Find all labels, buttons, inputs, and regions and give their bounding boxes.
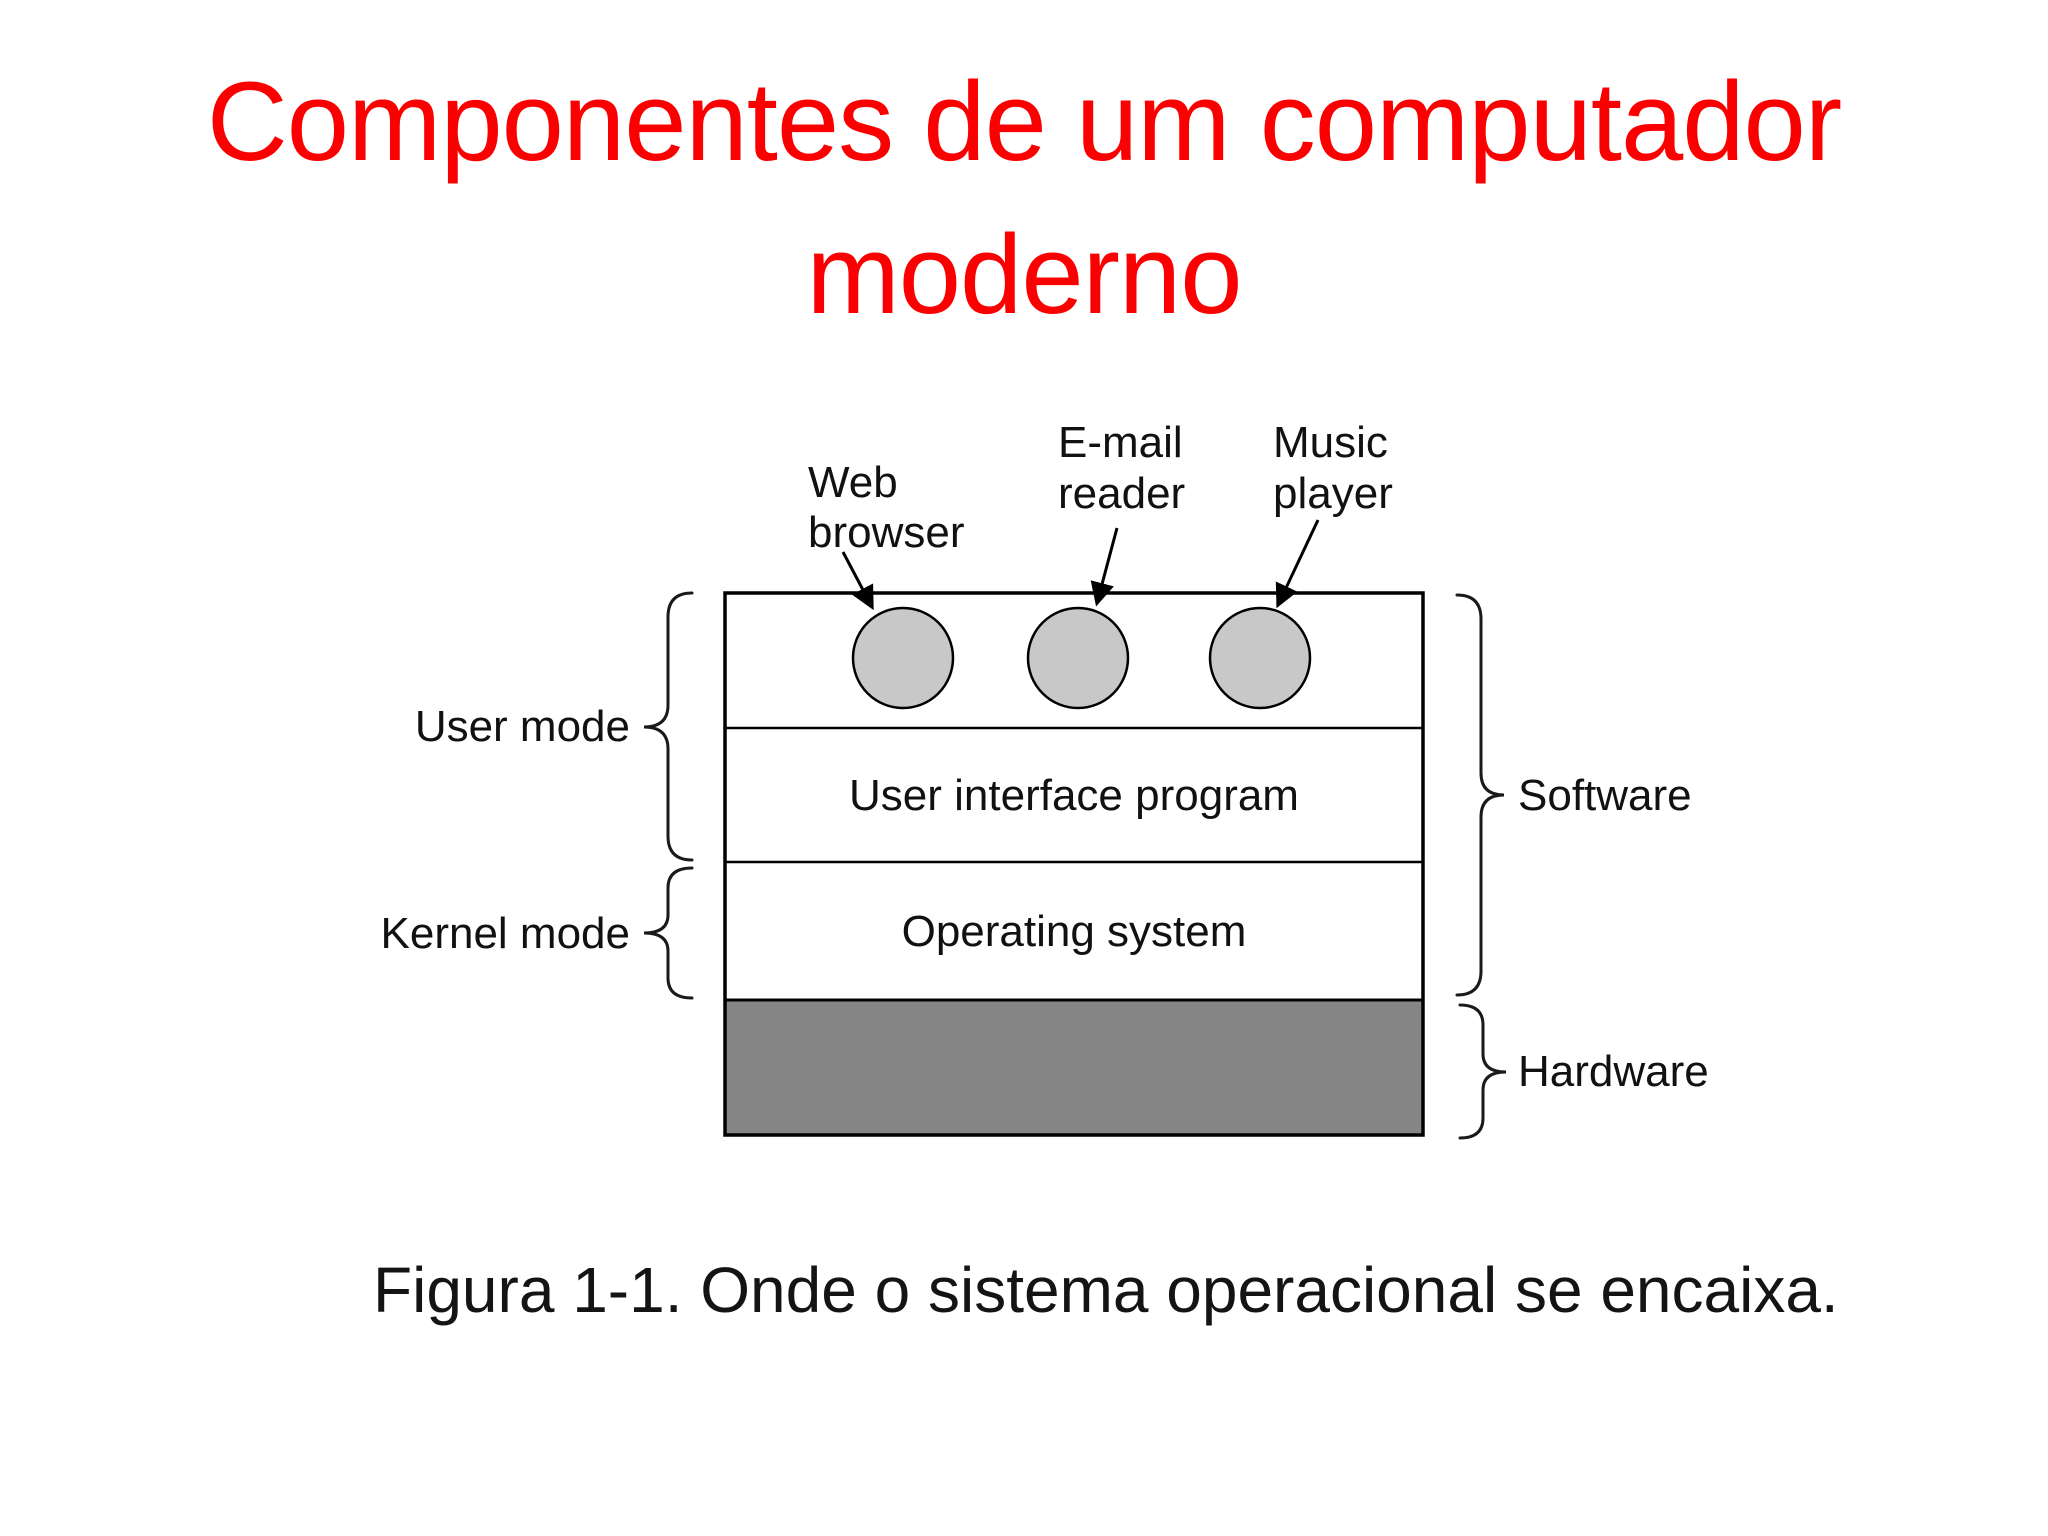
music-player-arrow <box>1275 519 1320 609</box>
figure-caption: Figura 1-1. Onde o sistema operacional s… <box>373 1254 1839 1326</box>
web-browser-label-line1: Web <box>808 458 898 507</box>
web-browser-arrow <box>841 551 874 611</box>
music-player-app-circle <box>1208 606 1312 710</box>
software-brace <box>1455 593 1505 997</box>
kernel-mode-brace <box>643 866 694 1000</box>
computer-stack-box <box>723 591 1425 1137</box>
email-reader-app-circle <box>1026 606 1130 710</box>
slide-title: Componentes de um computador moderno <box>0 45 2048 352</box>
web-browser-app-circle <box>851 606 955 710</box>
hardware-layer-box <box>723 998 1425 1137</box>
user-mode-label: User mode <box>415 702 630 751</box>
slide-title-line2: moderno <box>806 212 1242 338</box>
email-reader-label-line2: reader <box>1058 469 1185 518</box>
web-browser-label-line2: browser <box>808 508 965 557</box>
music-player-label-line2: player <box>1273 469 1393 518</box>
music-player-label-line1: Music <box>1273 418 1388 467</box>
user-mode-brace <box>643 591 694 862</box>
operating-system-label: Operating system <box>902 907 1247 956</box>
user-interface-program-label: User interface program <box>849 771 1299 820</box>
kernel-mode-label: Kernel mode <box>381 909 630 958</box>
hardware-label: Hardware <box>1518 1047 1709 1096</box>
email-reader-arrow <box>1090 527 1119 607</box>
hardware-brace <box>1458 1003 1507 1140</box>
software-label: Software <box>1518 771 1692 820</box>
email-reader-label-line1: E-mail <box>1058 418 1183 467</box>
slide-title-line1: Componentes de um computador <box>206 59 1842 184</box>
